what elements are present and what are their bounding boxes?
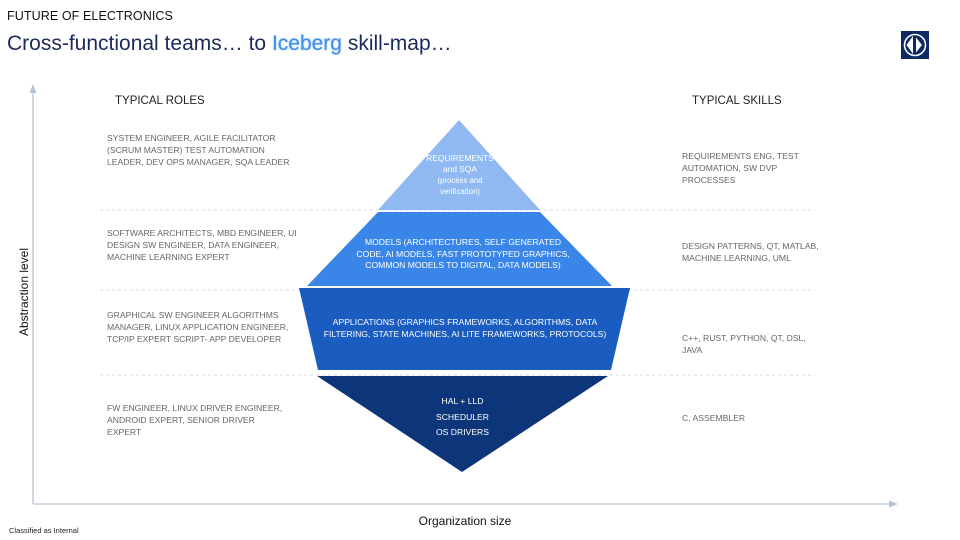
tier-label-line: APPLICATIONS (GRAPHICS FRAMEWORKS, ALGOR…: [332, 317, 598, 327]
tier-requirements-shape: [378, 120, 540, 210]
x-axis-arrow-icon: [889, 500, 898, 508]
classification-label: Classified as Internal: [9, 526, 79, 535]
tier-firmware-shape: [317, 376, 608, 472]
tier-label-line: and SQA: [443, 164, 477, 174]
tier-models-label: MODELS (ARCHITECTURES, SELF GENERATED CO…: [330, 237, 596, 272]
title-highlight: Iceberg: [271, 32, 342, 55]
tier-applications-shape: [299, 288, 630, 370]
skill-text-tier-4: C, ASSEMBLER: [682, 413, 746, 423]
tier-label-line: SCHEDULER: [435, 411, 489, 422]
page-title: Cross-functional teams… to Iceberg skill…: [7, 32, 452, 56]
tier-requirements-label: REQUIREMENTS and SQA (process and verifi…: [400, 153, 520, 197]
tier-label-line: HAL + LLD: [441, 396, 484, 406]
tier-label-line: FILTERING, STATE MACHINES, AI LITE FRAME…: [323, 328, 607, 339]
tier-applications-label: APPLICATIONS (GRAPHICS FRAMEWORKS, ALGOR…: [315, 317, 615, 340]
tier-models-shape: [307, 212, 612, 286]
tier-label-line: CODE, AI MODELS, FAST PROTOTYPED GRAPHIC…: [356, 248, 570, 259]
role-text-tier-1: SYSTEM ENGINEER, AGILE FACILITATOR (SCRU…: [107, 133, 290, 168]
skill-text-tier-3: C++, RUST, PYTHON, QT, DSL, JAVA: [682, 333, 806, 356]
tier-label-line: (process and: [437, 176, 483, 185]
tier-label-line: COMMON MODELS TO DIGITAL, DATA MODELS): [365, 260, 561, 270]
roles-header: TYPICAL ROLES: [115, 95, 205, 107]
title-before: Cross-functional teams… to: [7, 32, 272, 55]
x-axis-label: Organization size: [418, 514, 512, 528]
role-text-tier-2: SOFTWARE ARCHITECTS, MBD ENGINEER, UI DE…: [107, 228, 297, 263]
section-label: FUTURE OF ELECTRONICS: [7, 9, 173, 23]
skills-header: TYPICAL SKILLS: [692, 95, 782, 107]
y-axis-arrow-icon: [29, 84, 37, 93]
y-axis-label: Abstraction level: [17, 247, 31, 337]
tier-label-line: REQUIREMENTS: [426, 153, 494, 163]
title-after: skill-map…: [341, 32, 452, 55]
tier-label-line: MODELS (ARCHITECTURES, SELF GENERATED: [364, 237, 562, 247]
skill-text-tier-1: REQUIREMENTS ENG, TEST AUTOMATION, SW DV…: [682, 151, 799, 186]
electrolux-logo-icon: [901, 31, 929, 59]
tier-label-line: verification): [440, 187, 480, 196]
tier-firmware-label: HAL + LLD SCHEDULER OS DRIVERS: [410, 394, 515, 441]
role-text-tier-4: FW ENGINEER, LINUX DRIVER ENGINEER, ANDR…: [107, 403, 283, 438]
skill-text-tier-2: DESIGN PATTERNS, QT, MATLAB, MACHINE LEA…: [682, 241, 819, 264]
role-text-tier-3: GRAPHICAL SW ENGINEER ALGORITHMS MANAGER…: [107, 310, 289, 345]
tier-label-line: OS DRIVERS: [435, 427, 489, 437]
